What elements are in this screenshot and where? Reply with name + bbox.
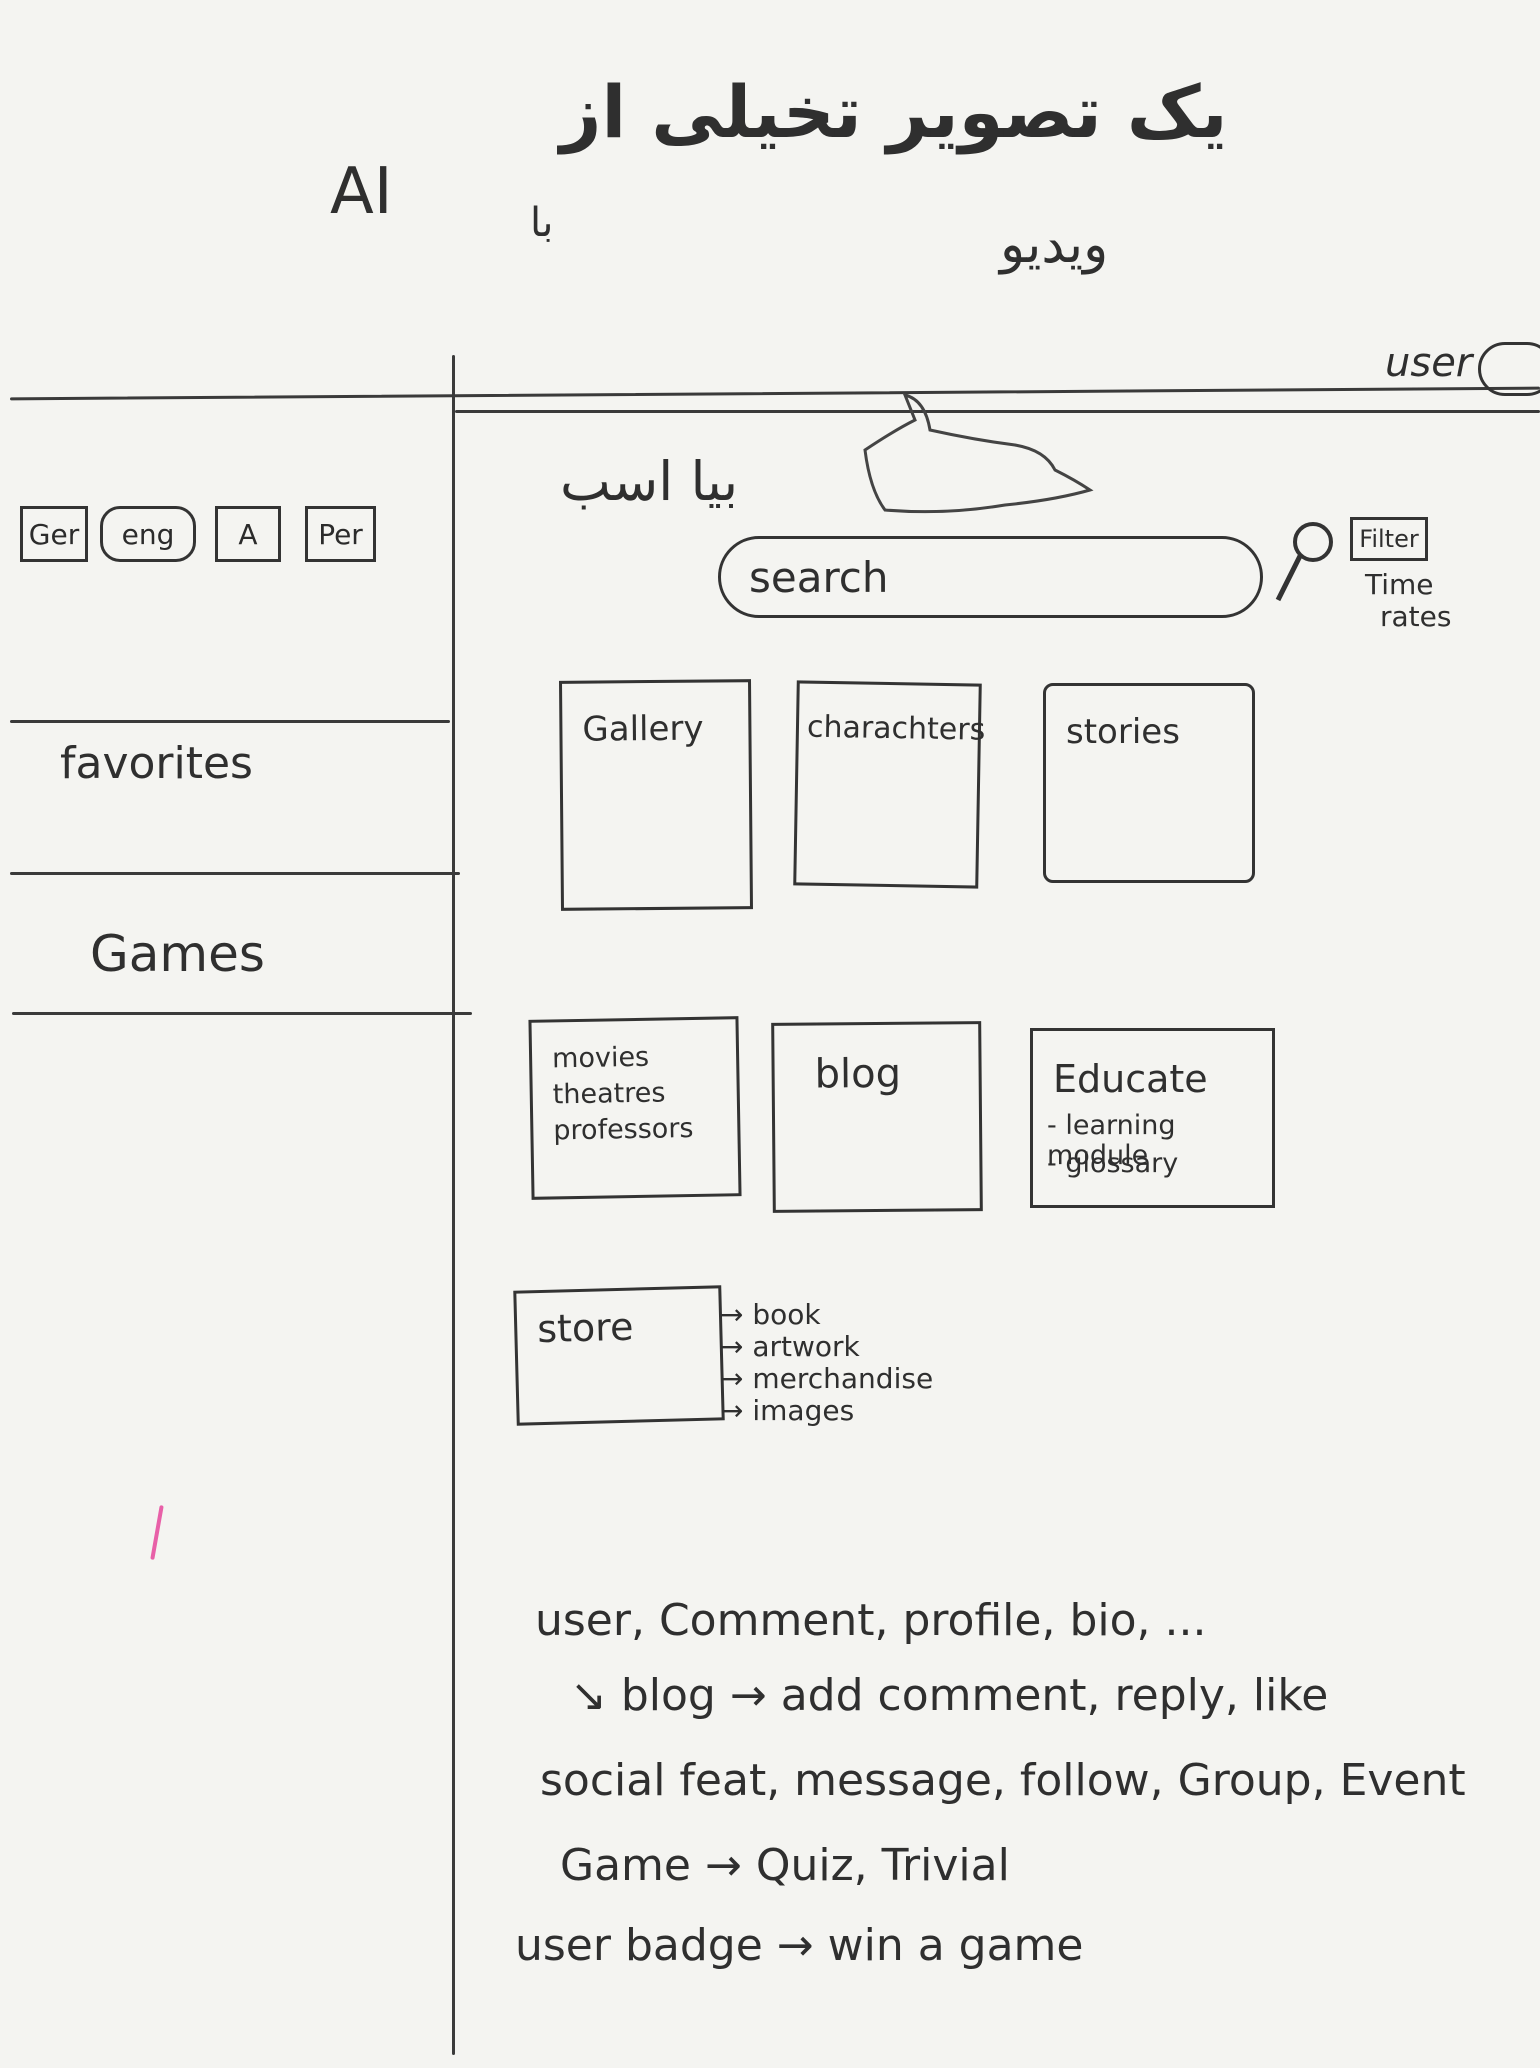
app-title-video: ویدیو — [1000, 215, 1109, 275]
store-link-book[interactable]: → book — [720, 1298, 821, 1331]
filter-option-rates[interactable]: rates — [1380, 600, 1452, 633]
card-theatres-line: theatres — [552, 1077, 666, 1111]
card-store[interactable]: store — [513, 1285, 725, 1426]
card-movies-line: movies — [551, 1041, 650, 1075]
sidebar-separator — [12, 1012, 472, 1015]
store-link-merchandise[interactable]: → merchandise — [720, 1362, 934, 1395]
filter-button[interactable]: Filter — [1350, 517, 1428, 561]
card-characters[interactable]: charachters — [793, 680, 986, 889]
app-title-with: با — [530, 200, 554, 246]
horse-logo-icon — [863, 392, 1094, 514]
user-label[interactable]: user — [1385, 340, 1473, 386]
pink-mark — [150, 1505, 164, 1560]
note-line-3: social feat, message, follow, Group, Eve… — [540, 1755, 1466, 1806]
card-blog-title: blog — [814, 1050, 902, 1098]
card-educate[interactable]: Educate - learning module - glossary — [1030, 1028, 1275, 1208]
sidebar-item-games[interactable]: Games — [90, 925, 265, 983]
main-top-divider — [455, 410, 1540, 413]
sidebar-item-favorites[interactable]: favorites — [60, 738, 253, 789]
card-stories[interactable]: stories — [1043, 683, 1255, 883]
card-gallery[interactable]: Gallery — [559, 679, 753, 911]
app-title: یک تصویر تخیلی از — [560, 70, 1228, 154]
lang-tag-english[interactable]: eng — [100, 506, 196, 562]
note-line-1: user, Comment, profile, bio, ... — [535, 1595, 1207, 1646]
card-movies-theatres[interactable]: movies theatres professors — [528, 1016, 742, 1200]
card-professors-line: professors — [553, 1112, 694, 1147]
card-store-title: store — [536, 1304, 634, 1352]
card-blog[interactable]: blog — [771, 1021, 983, 1213]
topbar-divider — [10, 386, 1540, 401]
sidebar-separator — [10, 720, 450, 723]
card-gallery-title: Gallery — [582, 708, 704, 750]
note-line-5: user badge → win a game — [515, 1920, 1084, 1971]
note-line-2: ↘ blog → add comment, reply, like — [570, 1670, 1329, 1721]
app-title-ai: AI — [330, 155, 393, 229]
card-educate-learning: - learning module — [1047, 1110, 1176, 1171]
lang-tag-german[interactable]: Ger — [20, 506, 88, 562]
card-educate-glossary: - glossary — [1047, 1148, 1179, 1179]
user-avatar[interactable] — [1478, 342, 1540, 396]
search-icon[interactable] — [1268, 520, 1338, 610]
sidebar-separator — [10, 872, 460, 875]
lang-tag-arabic[interactable]: A — [215, 506, 281, 562]
store-link-artwork[interactable]: → artwork — [720, 1330, 860, 1363]
site-logo-text: بیا اسب — [560, 450, 739, 513]
store-link-images[interactable]: → images — [720, 1394, 855, 1427]
card-characters-title: charachters — [806, 709, 986, 748]
search-input[interactable]: search — [718, 536, 1263, 618]
filter-option-time[interactable]: Time — [1365, 568, 1434, 601]
lang-tag-persian[interactable]: Per — [305, 506, 376, 562]
card-educate-title: Educate — [1053, 1057, 1208, 1101]
sidebar-divider — [452, 355, 455, 2055]
card-stories-title: stories — [1066, 712, 1180, 752]
note-line-4: Game → Quiz, Trivial — [560, 1840, 1010, 1891]
